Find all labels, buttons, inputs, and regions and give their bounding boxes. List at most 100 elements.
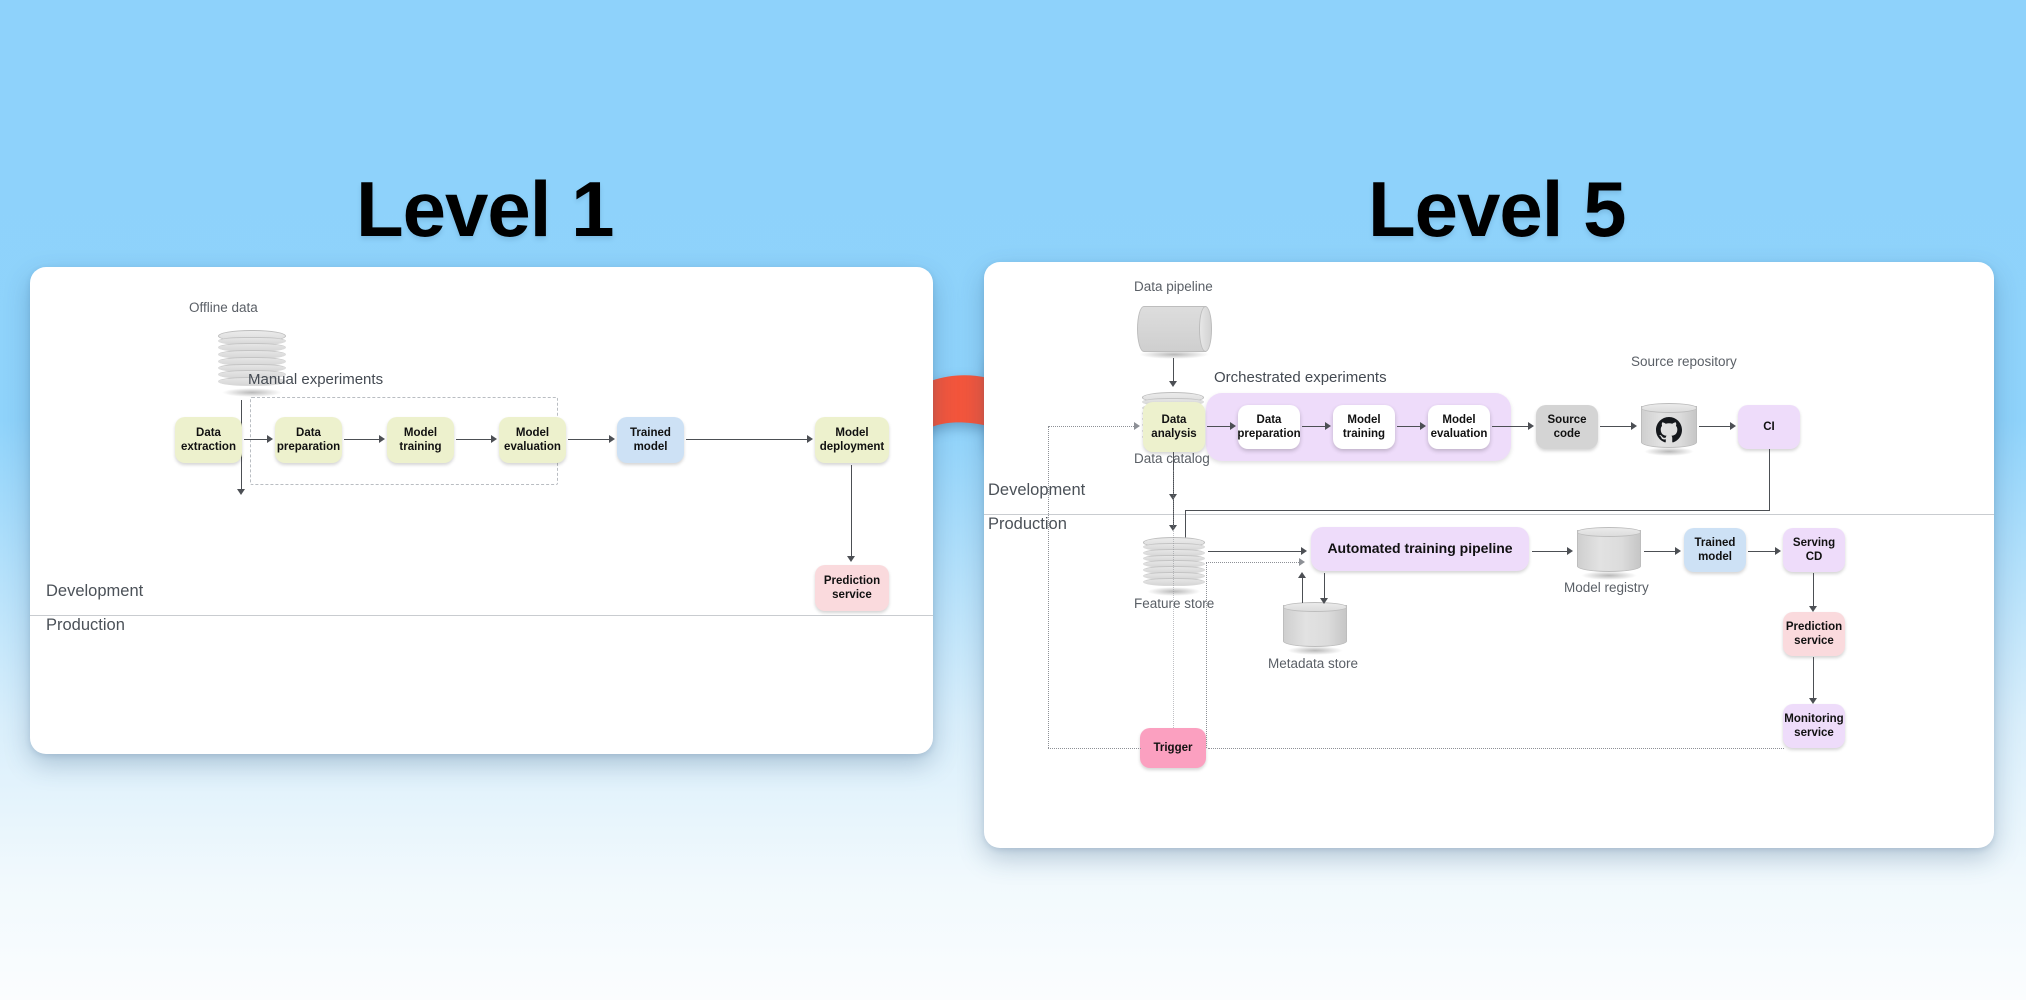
node-label-line1: CI — [1763, 420, 1775, 433]
node-label-line2: code — [1553, 428, 1581, 440]
node-prediction-service[interactable]: Prediction service — [815, 565, 889, 611]
offline-data-caption: Offline data — [189, 300, 258, 315]
model-registry-database-icon — [1577, 527, 1641, 580]
node-label-line1: Source — [1547, 413, 1587, 426]
source-repository-caption: Source repository — [1631, 354, 1737, 369]
level1-title: Level 1 — [356, 165, 615, 253]
node-trained-model[interactable]: Trained model — [617, 417, 684, 463]
data-pipeline-barrel-icon — [1134, 304, 1214, 359]
node-label-line2: extraction — [181, 441, 236, 453]
node-prediction-service[interactable]: Prediction service — [1783, 612, 1845, 656]
node-automated-training-pipeline[interactable]: Automated training pipeline — [1311, 527, 1529, 571]
node-label-line2: service — [1794, 635, 1834, 647]
node-label-line1: Trained — [630, 426, 671, 439]
node-label-line1: Serving — [1792, 536, 1836, 549]
connector-sourcecode-repo — [1600, 426, 1633, 428]
node-label-line2: training — [399, 441, 442, 453]
feedback-dotted-top — [1048, 426, 1136, 427]
node-trigger[interactable]: Trigger — [1140, 728, 1206, 768]
connector-5 — [686, 439, 809, 441]
trigger-axis-dotted — [1173, 470, 1174, 728]
arrowhead — [1730, 422, 1736, 430]
arrowhead — [1298, 572, 1306, 578]
arrowhead — [807, 435, 813, 443]
node-model-deployment[interactable]: Model deployment — [815, 417, 889, 463]
connector-4 — [568, 439, 611, 441]
node-label-line1: Prediction — [1785, 620, 1843, 633]
node-label-line2: model — [1698, 551, 1732, 563]
arrowhead — [1809, 606, 1817, 612]
feature-store-caption: Feature store — [1134, 596, 1215, 611]
feedback-dotted-left — [1048, 426, 1049, 748]
node-model-training[interactable]: Model training — [1333, 405, 1395, 449]
connector-2 — [344, 439, 381, 441]
node-data-preparation[interactable]: Data preparation — [1237, 405, 1301, 449]
node-model-evaluation[interactable]: Model evaluation — [1428, 405, 1490, 449]
connector-repo-ci — [1699, 426, 1732, 428]
model-registry-caption: Model registry — [1564, 580, 1649, 595]
arrowhead — [379, 435, 385, 443]
node-data-analysis[interactable]: Data analysis — [1143, 402, 1205, 452]
level1-production-label: Production — [46, 616, 125, 634]
connector-deploy-to-prediction — [851, 465, 853, 557]
connector-featurestore-pipeline — [1208, 551, 1303, 553]
node-label-line2: training — [1342, 428, 1386, 440]
feature-store-database-icon — [1143, 537, 1205, 596]
node-data-preparation[interactable]: Data preparation — [275, 417, 342, 463]
connector-prep-train — [1302, 426, 1327, 428]
level1-lane-divider — [30, 615, 933, 616]
node-monitoring-service[interactable]: Monitoring service — [1783, 704, 1845, 748]
node-label-line2: CD — [1805, 551, 1823, 563]
level5-title: Level 5 — [1368, 165, 1627, 253]
node-label-line2: analysis — [1151, 428, 1197, 440]
arrowhead — [1775, 547, 1781, 555]
node-label-line1: Model — [1347, 413, 1381, 426]
node-label-line1: Trigger — [1153, 741, 1193, 754]
connector-ci-down — [1769, 449, 1771, 511]
node-source-code[interactable]: Source code — [1536, 405, 1598, 449]
arrowhead — [1325, 422, 1331, 430]
arrowhead — [1420, 422, 1426, 430]
connector-trainedmodel-servingcd — [1748, 551, 1777, 553]
node-label-line1: Trained — [1694, 536, 1736, 549]
arrowhead — [1567, 547, 1573, 555]
node-label-line1: Automated training pipeline — [1327, 540, 1513, 557]
node-label-line2: deployment — [819, 441, 885, 453]
monitoring-to-trigger-dotted — [1208, 748, 1784, 749]
level5-development-label: Development — [988, 481, 1086, 499]
connector-prediction-monitoring — [1813, 657, 1815, 699]
node-label-line1: Data — [1256, 413, 1282, 426]
github-icon[interactable] — [1641, 403, 1697, 456]
node-data-extraction[interactable]: Data extraction — [175, 417, 242, 463]
node-label-line1: Monitoring — [1784, 712, 1844, 725]
arrowhead — [1134, 422, 1140, 430]
connector-pipeline-catalog — [1173, 358, 1175, 382]
level1-development-label: Development — [46, 582, 144, 600]
node-label-line2: preparation — [1237, 428, 1301, 440]
metadata-store-caption: Metadata store — [1268, 656, 1359, 671]
arrowhead — [1320, 598, 1328, 604]
node-model-training[interactable]: Model training — [387, 417, 454, 463]
node-trained-model[interactable]: Trained model — [1684, 528, 1746, 572]
level5-lane-divider — [984, 514, 1994, 515]
connector-eval-sourcecode — [1492, 426, 1530, 428]
node-serving-cd[interactable]: Serving CD — [1783, 528, 1845, 572]
node-model-evaluation[interactable]: Model evaluation — [499, 417, 566, 463]
node-ci[interactable]: CI — [1738, 405, 1800, 449]
connector-servingcd-prediction — [1813, 573, 1815, 607]
connector-pipeline-registry — [1532, 551, 1569, 553]
node-label-line1: Prediction — [823, 574, 881, 587]
connector-registry-trainedmodel — [1644, 551, 1677, 553]
arrowhead — [1301, 547, 1307, 555]
node-label-line2: service — [832, 589, 872, 601]
arrowhead — [1528, 422, 1534, 430]
level1-card: Development Production Offline data Manu… — [30, 267, 933, 754]
orchestrated-experiments-caption: Orchestrated experiments — [1214, 369, 1387, 386]
arrowhead — [1809, 698, 1817, 704]
trigger-to-pipeline-dotted-h — [1206, 562, 1301, 563]
node-label-line1: Model — [1442, 413, 1476, 426]
node-label-line2: evaluation — [504, 441, 561, 453]
connector-analysis-prep — [1207, 426, 1232, 428]
arrowhead — [267, 435, 273, 443]
